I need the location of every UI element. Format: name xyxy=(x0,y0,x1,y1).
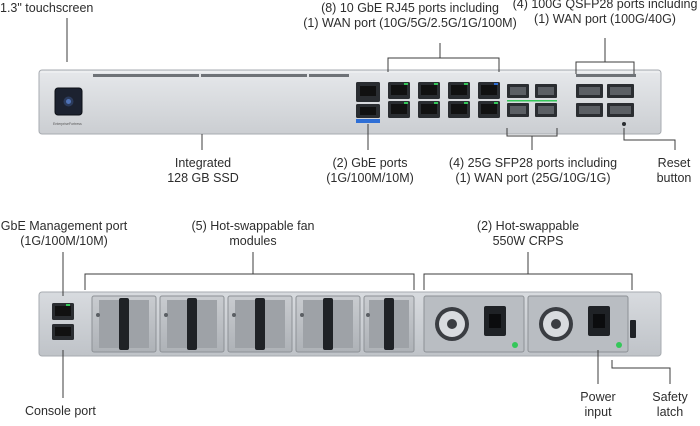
qsfp28-ports xyxy=(576,84,634,117)
brand-text: EnterpriseFortress xyxy=(53,122,82,126)
psu-label-line1: (2) Hot-swappable xyxy=(476,219,580,233)
fan-module xyxy=(295,295,361,353)
psu-label-line2: 550W CRPS xyxy=(492,234,564,248)
psu-module xyxy=(527,295,629,353)
rear-panel xyxy=(38,291,662,357)
qsfp-label: (4) 100G QSFP28 ports including (1) WAN … xyxy=(510,0,700,27)
psu-modules xyxy=(423,295,636,353)
safety-latch-line1: Safety xyxy=(652,390,688,404)
reset-label-line2: button xyxy=(656,171,692,185)
console-label: Console port xyxy=(25,404,96,418)
management-port xyxy=(52,303,74,320)
rj45-label-line1: (8) 10 GbE RJ45 ports including xyxy=(321,1,499,15)
psu-label: (2) Hot-swappable 550W CRPS xyxy=(468,219,588,249)
safety-latch xyxy=(630,320,636,338)
gbe-label-line2: (1G/100M/10M) xyxy=(326,171,414,185)
reset-button-hole xyxy=(622,122,626,126)
fans-label-line2: modules xyxy=(229,234,277,248)
front-panel: EnterpriseFortress xyxy=(38,69,662,135)
fan-module xyxy=(159,295,225,353)
fan-module xyxy=(91,295,157,353)
fan-modules xyxy=(91,295,415,353)
reset-label-line1: Reset xyxy=(657,156,691,170)
ssd-label-line2: 128 GB SSD xyxy=(167,171,239,185)
rj45-label: (8) 10 GbE RJ45 ports including (1) WAN … xyxy=(290,1,530,31)
psu-module xyxy=(423,295,525,353)
front-vent-slots xyxy=(93,74,636,77)
power-input-line1: Power xyxy=(580,390,616,404)
qsfp-label-line2: (1) WAN port (100G/40G) xyxy=(534,12,676,26)
sfp-label-line2: (1) WAN port (25G/10G/1G) xyxy=(455,171,611,185)
qsfp-label-line1: (4) 100G QSFP28 ports including xyxy=(512,0,698,11)
power-input-label: Power input xyxy=(572,390,624,420)
sfp-label: (4) 25G SFP28 ports including (1) WAN po… xyxy=(438,156,628,186)
leader-lines xyxy=(62,18,676,398)
fans-label-line1: (5) Hot-swappable fan xyxy=(191,219,315,233)
fan-module xyxy=(363,295,415,353)
sfp28-ports xyxy=(507,84,557,117)
rj45-ports xyxy=(388,82,500,118)
mgmt-label: GbE Management port (1G/100M/10M) xyxy=(0,219,128,249)
ssd-label: Integrated 128 GB SSD xyxy=(148,156,258,186)
fans-label: (5) Hot-swappable fan modules xyxy=(178,219,328,249)
reset-label: Reset button xyxy=(648,156,700,186)
gbe-label: (2) GbE ports (1G/100M/10M) xyxy=(305,156,435,186)
fan-module xyxy=(227,295,293,353)
ssd-label-line1: Integrated xyxy=(174,156,232,170)
gbe-label-line1: (2) GbE ports xyxy=(332,156,408,170)
power-input-line2: input xyxy=(584,405,612,419)
safety-latch-label: Safety latch xyxy=(644,390,696,420)
gbe-ports xyxy=(356,82,380,123)
console-port xyxy=(52,324,74,340)
mgmt-label-line2: (1G/100M/10M) xyxy=(20,234,108,248)
touchscreen-display xyxy=(54,87,83,116)
sfp-label-line1: (4) 25G SFP28 ports including xyxy=(448,156,618,170)
rj45-label-line2: (1) WAN port (10G/5G/2.5G/1G/100M) xyxy=(303,16,517,30)
safety-latch-line2: latch xyxy=(656,405,684,419)
mgmt-label-line1: GbE Management port xyxy=(0,219,128,233)
touchscreen-label: 1.3" touchscreen xyxy=(0,1,94,15)
